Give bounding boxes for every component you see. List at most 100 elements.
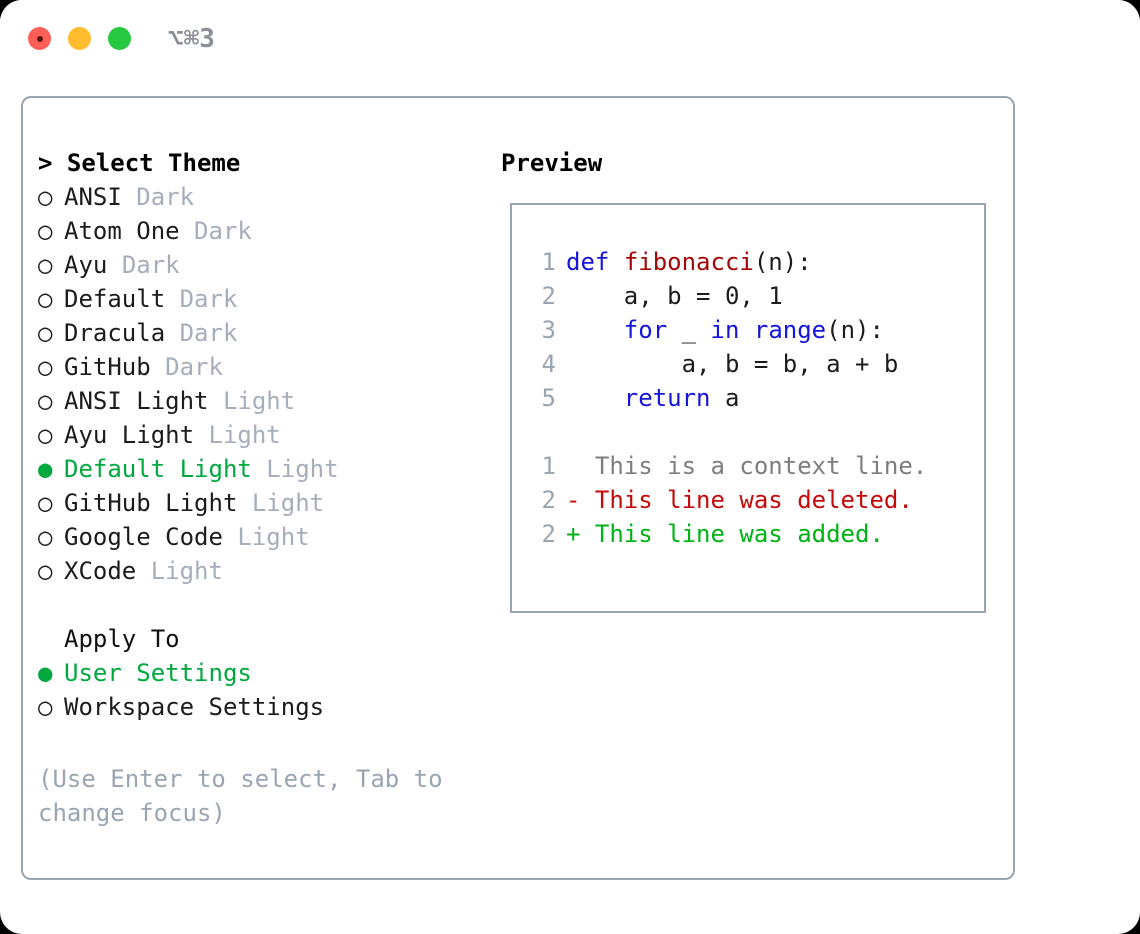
theme-option-label: XCode (64, 557, 137, 585)
diff-line-number: 1 (541, 452, 556, 480)
window-title: ⌥⌘3 (168, 24, 215, 54)
radio-unselected-icon: ○ (38, 285, 53, 313)
diff-line-text: This line was added. (594, 520, 884, 548)
theme-option-dracula[interactable]: ○Dracula Dark (38, 316, 478, 350)
theme-variant-tag: Dark (194, 217, 252, 245)
radio-unselected-icon: ○ (38, 353, 53, 381)
code-token: in (710, 316, 740, 344)
radio-unselected-icon: ○ (38, 693, 53, 721)
radio-unselected-icon: ○ (38, 421, 53, 449)
code-token (566, 384, 624, 412)
theme-option-default[interactable]: ○Default Dark (38, 282, 478, 316)
diff-line-text: This line was deleted. (594, 486, 913, 514)
theme-option-ansi[interactable]: ○ ANSI Dark (38, 180, 478, 214)
theme-label-gap (180, 217, 194, 245)
radio-unselected-icon: ○ (38, 387, 53, 415)
keyboard-hint-text: (Use Enter to select, Tab to change focu… (38, 765, 458, 827)
code-diff-gap (530, 415, 970, 449)
theme-variant-tag: Dark (165, 353, 223, 381)
theme-option-default-light[interactable]: ● Default Light Light (38, 452, 478, 486)
diff-line: 1 This is a context line. (530, 449, 970, 483)
code-token (566, 316, 624, 344)
apply-to-options: ● User Settings ○ Workspace Settings (38, 656, 478, 724)
apply-to-option-workspace-settings[interactable]: ○ Workspace Settings (38, 690, 478, 724)
theme-label-gap (194, 421, 208, 449)
theme-variant-tag: Light (237, 523, 310, 551)
theme-option-ansi-light[interactable]: ○ ANSI Light Light (38, 384, 478, 418)
theme-option-label: ANSI Light (64, 387, 209, 415)
line-number: 4 (541, 350, 556, 378)
code-token: range (753, 316, 827, 344)
theme-variant-tag: Dark (179, 319, 238, 347)
radio-selected-icon: ● (38, 455, 53, 483)
list-spacer (38, 588, 478, 622)
apply-to-option-label: Workspace Settings (64, 693, 325, 721)
radio-unselected-icon: ○ (38, 217, 53, 245)
code-token: for (623, 316, 668, 344)
theme-option-github[interactable]: ○GitHub Dark (38, 350, 478, 384)
code-token: a, b = b, a + b (566, 350, 899, 378)
code-token: return (623, 384, 711, 412)
radio-unselected-icon: ○ (38, 183, 53, 211)
code-token (739, 316, 753, 344)
theme-option-label: Ayu (64, 251, 108, 279)
diff-marker: + (566, 520, 581, 548)
theme-option-label: ANSI (64, 183, 122, 211)
radio-unselected-icon: ○ (38, 251, 53, 279)
theme-option-ayu-light[interactable]: ○Ayu Light Light (38, 418, 478, 452)
apply-to-option-label: User Settings (64, 659, 252, 687)
minimize-window-button[interactable] (68, 27, 91, 50)
theme-label-gap (165, 285, 179, 313)
code-line: 4 a, b = b, a + b (530, 347, 970, 381)
theme-option-label: Default (64, 285, 166, 313)
radio-unselected-icon: ○ (38, 489, 53, 517)
theme-variant-tag: Dark (136, 183, 195, 211)
code-token: (n): (753, 248, 812, 276)
theme-option-google-code[interactable]: ○Google Code Light (38, 520, 478, 554)
theme-option-label: Ayu Light (64, 421, 195, 449)
preview-title: Preview (501, 149, 603, 177)
theme-option-ayu[interactable]: ○Ayu Dark (38, 248, 478, 282)
theme-option-label: Default Light (64, 455, 252, 483)
radio-unselected-icon: ○ (38, 523, 53, 551)
theme-options: ○ANSI Dark○Atom One Dark○Ayu Dark○Defaul… (38, 180, 478, 588)
main-panel: > Select Theme ○ANSI Dark○Atom One Dark○… (21, 96, 1015, 880)
code-line: 2 a, b = 0, 1 (530, 279, 970, 313)
theme-variant-tag: Light (266, 455, 339, 483)
theme-variant-tag: Light (222, 387, 296, 415)
theme-option-github-light[interactable]: ○GitHub Light Light (38, 486, 478, 520)
diff-line: 2- This line was deleted. (530, 483, 970, 517)
code-token: def (566, 248, 610, 276)
zoom-window-button[interactable] (108, 27, 131, 50)
diff-line-number: 2 (541, 520, 556, 548)
code-token (609, 248, 623, 276)
code-token: a (710, 384, 740, 412)
select-theme-header: > Select Theme (38, 149, 241, 177)
code-token: fibonacci (623, 248, 754, 276)
radio-selected-icon: ● (38, 659, 53, 687)
theme-label-gap (209, 387, 223, 415)
diff-line-text: This is a context line. (594, 452, 928, 480)
close-window-button[interactable] (28, 27, 51, 50)
diff-line-number: 2 (541, 486, 556, 514)
apply-to-label: Apply To (64, 625, 180, 653)
diff-marker-gap (580, 520, 594, 548)
theme-label-gap (122, 183, 136, 211)
diff-marker: - (566, 486, 581, 514)
theme-label-gap (165, 319, 179, 347)
theme-label-gap (107, 251, 121, 279)
diff-marker-gap (580, 486, 594, 514)
theme-option-xcode[interactable]: ○XCode Light (38, 554, 478, 588)
line-number: 1 (541, 248, 556, 276)
apply-to-option-user-settings[interactable]: ● User Settings (38, 656, 478, 690)
theme-variant-tag: Light (150, 557, 223, 585)
theme-label-gap (151, 353, 165, 381)
theme-option-atom-one[interactable]: ○Atom One Dark (38, 214, 478, 248)
diff-marker-gap (580, 452, 594, 480)
diff-lines: 1 This is a context line.2- This line wa… (530, 449, 970, 551)
diff-line: 2 + This line was added. (530, 517, 970, 551)
